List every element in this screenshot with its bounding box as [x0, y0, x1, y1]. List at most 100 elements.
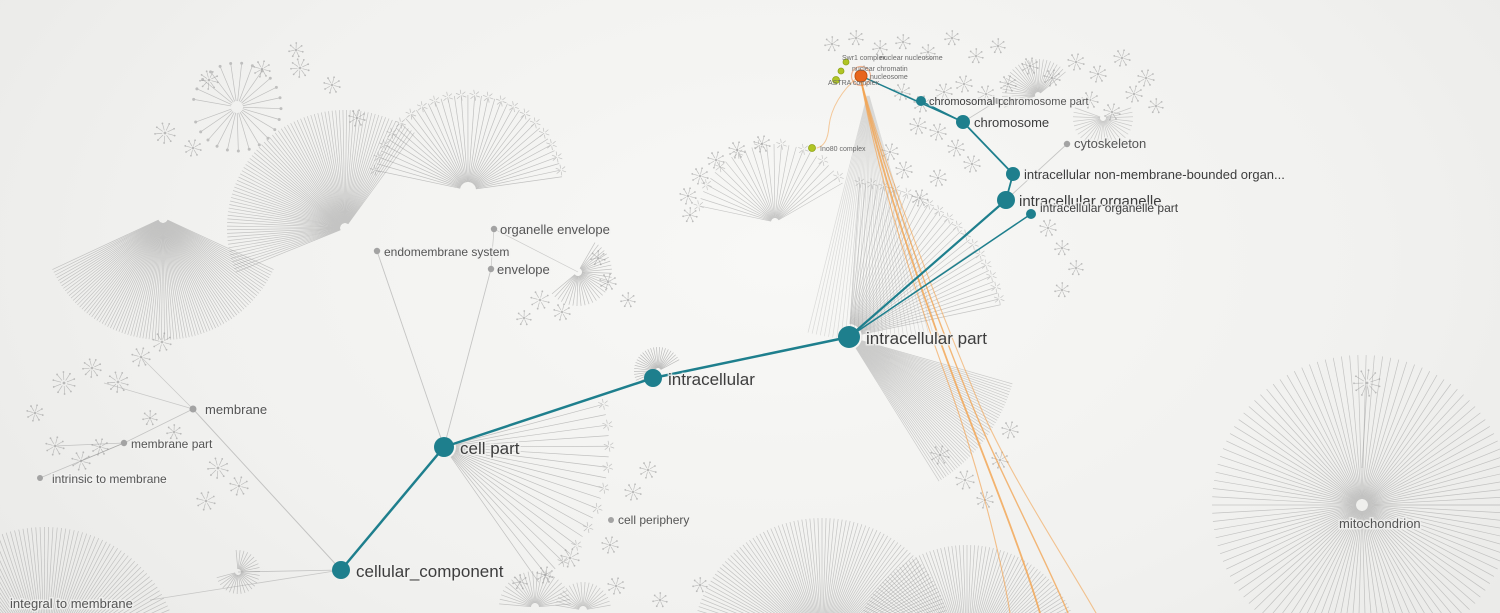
- gray-edge: [490, 228, 495, 270]
- node-burst: [968, 48, 984, 64]
- term-label[interactable]: chromosome part: [1002, 95, 1091, 110]
- node-burst: [1148, 98, 1164, 114]
- node-burst: [990, 38, 1006, 54]
- node-burst: [1068, 260, 1084, 276]
- term-label[interactable]: organelle envelope: [499, 221, 612, 239]
- node-intracellular_part[interactable]: [838, 326, 860, 348]
- node-burst: [955, 75, 973, 93]
- node-burst: [930, 445, 950, 465]
- node-burst: [152, 332, 172, 352]
- label-intracellular[interactable]: intracellular: [667, 369, 757, 391]
- fan-cluster: [551, 242, 612, 306]
- gray-term-node[interactable]: [373, 247, 381, 255]
- tiny-term-label: nucleosome: [870, 74, 908, 81]
- label-intracellular_part[interactable]: intracellular part: [865, 328, 989, 350]
- label-intracellular_nmb_organelle[interactable]: intracellular non-membrane-bounded organ…: [1023, 166, 1287, 184]
- label-intracellular_organelle_part[interactable]: intracellular organelle part: [1039, 200, 1181, 217]
- node-cell_part[interactable]: [434, 437, 454, 457]
- gray-term-node[interactable]: [608, 517, 614, 523]
- node-burst: [166, 424, 182, 440]
- node-burst: [1103, 103, 1121, 121]
- gray-edge: [192, 408, 342, 571]
- gray-term-node[interactable]: [487, 265, 495, 273]
- node-burst: [872, 40, 888, 56]
- node-burst: [323, 76, 341, 94]
- label-cellular_component[interactable]: cellular_component: [355, 561, 506, 583]
- node-burst: [895, 34, 911, 50]
- term-label[interactable]: membrane part: [130, 436, 215, 453]
- term-label[interactable]: envelope: [496, 261, 552, 279]
- node-intracellular[interactable]: [644, 369, 662, 387]
- orange-paths: [816, 76, 1097, 613]
- node-burst: [944, 30, 960, 46]
- node-burst: [1021, 57, 1039, 75]
- fan-cluster: [192, 61, 283, 153]
- node-intracellular_nmb_organelle[interactable]: [1006, 167, 1020, 181]
- gray-edge: [1361, 384, 1368, 469]
- gray-term-node[interactable]: [490, 225, 498, 233]
- fan-cluster: [0, 526, 170, 613]
- fan-cluster: [1002, 59, 1066, 108]
- green-term-node[interactable]: [832, 76, 840, 84]
- label-chromosomal_part[interactable]: chromosomal part: [928, 95, 1019, 110]
- teal-edge: [340, 446, 445, 571]
- node-burst: [601, 536, 619, 554]
- green-term-node[interactable]: [808, 144, 816, 152]
- node-burst: [530, 290, 550, 310]
- node-burst: [707, 151, 725, 169]
- node-chromosome[interactable]: [956, 115, 970, 129]
- node-burst: [45, 436, 65, 456]
- gray-term-node[interactable]: [189, 405, 197, 413]
- node-chromosomal_part[interactable]: [916, 96, 926, 106]
- green-term-node[interactable]: [842, 58, 850, 66]
- node-burst: [935, 83, 953, 101]
- fan-cluster: [52, 219, 274, 340]
- teal-edge: [848, 213, 1032, 338]
- tiny-term-label: nuclear chromatin: [852, 66, 908, 73]
- graph-labels: organelle envelope endomembrane systemenv…: [9, 55, 1423, 613]
- fan-cluster: [863, 545, 1071, 613]
- node-intracellular_organelle[interactable]: [997, 191, 1015, 209]
- node-burst: [512, 574, 528, 590]
- node-burst: [963, 155, 981, 173]
- node-intracellular_organelle_part[interactable]: [1026, 209, 1036, 219]
- term-label[interactable]: cytoskeleton: [1073, 135, 1148, 153]
- node-burst: [207, 457, 229, 479]
- term-label[interactable]: membrane: [204, 401, 269, 419]
- orange-association-path: [860, 79, 1041, 613]
- node-bursts: [26, 30, 1381, 608]
- green-term-node[interactable]: [837, 67, 845, 75]
- node-burst: [107, 371, 129, 393]
- fan-cluster: [216, 550, 261, 594]
- teal-edge: [652, 335, 850, 380]
- node-cellular_component[interactable]: [332, 561, 350, 579]
- node-burst: [607, 577, 625, 595]
- gray-edge: [493, 228, 579, 273]
- node-burst: [639, 461, 657, 479]
- term-label[interactable]: cell periphery: [617, 512, 691, 529]
- gray-term-node[interactable]: [37, 475, 43, 481]
- gray-term-node[interactable]: [994, 98, 1000, 104]
- node-burst: [516, 310, 532, 326]
- node-nucleosome-selected[interactable]: [854, 69, 868, 83]
- gray-term-node[interactable]: [120, 439, 128, 447]
- node-burst: [131, 347, 151, 367]
- label-chromosome[interactable]: chromosome: [973, 114, 1051, 132]
- node-burst: [1067, 53, 1085, 71]
- fan-cluster: [450, 398, 615, 583]
- term-label[interactable]: mitochondrion: [1338, 515, 1423, 533]
- node-burst: [536, 566, 554, 584]
- term-label[interactable]: integral to membrane: [9, 595, 135, 613]
- gray-term-node[interactable]: [1063, 140, 1071, 148]
- node-burst: [1137, 69, 1155, 87]
- label-cell_part[interactable]: cell part: [459, 438, 522, 460]
- teal-edge: [443, 376, 654, 449]
- fan-cluster: [227, 110, 415, 273]
- term-label[interactable]: endomembrane system: [383, 244, 511, 261]
- term-label[interactable]: intrinsic to membrane: [51, 471, 169, 488]
- node-burst: [999, 75, 1017, 93]
- gray-edges: [37, 94, 1368, 601]
- label-intracellular_organelle[interactable]: intracellular organelle: [1018, 192, 1164, 212]
